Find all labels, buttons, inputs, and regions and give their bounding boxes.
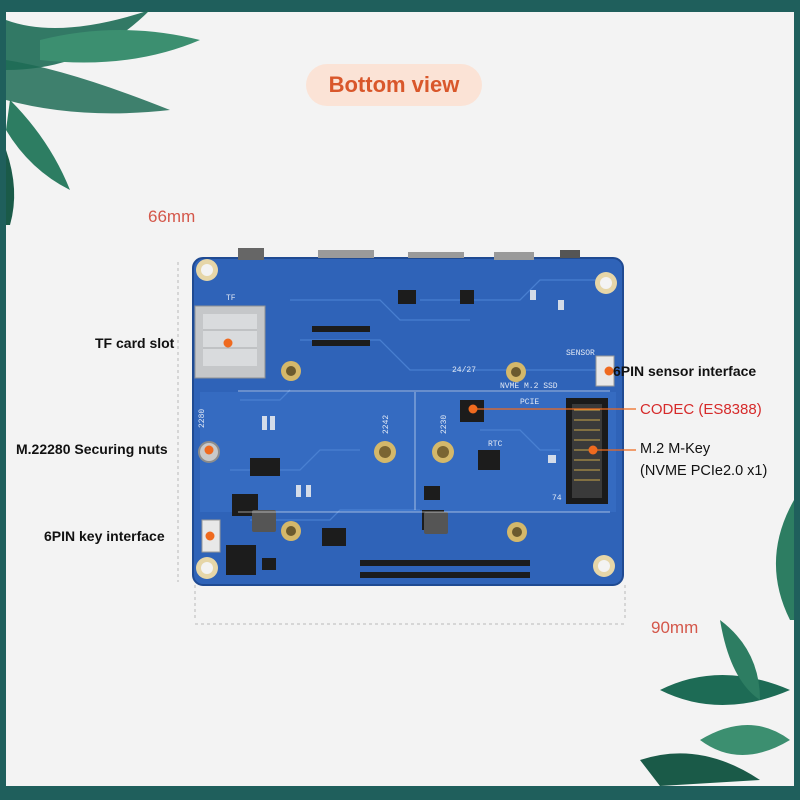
pcb-board: TF SENSOR NVME M.2 SSD PCIE RTC 24/27 74… [192,248,624,586]
frame-border-bottom [0,786,800,800]
callout-tf-card-slot: TF card slot [95,335,175,351]
silk-74: 74 [552,494,562,503]
silk-pcie: PCIE [520,398,539,407]
silk-date: 24/27 [452,366,476,375]
title-badge: Bottom view [306,64,482,106]
frame-border-top [0,0,800,12]
inductors [252,510,448,534]
connector-usb [408,252,464,258]
connector-usbc [494,252,534,260]
dimension-height: 66mm [148,207,196,226]
connector-button [238,248,264,260]
dimension-width: 90mm [651,618,699,637]
silk-2230: 2230 [440,415,449,434]
silk-tf: TF [226,294,236,303]
callout-markers [204,338,636,541]
silk-rtc: RTC [488,440,503,449]
page-title: Bottom view [328,72,460,97]
m2-slot [566,398,608,504]
callout-m2-line1: M.2 M-Key [640,441,711,457]
callout-m2-line2: (NVME PCIe2.0 x1) [640,463,768,479]
leaf-decoration-bottom-right [640,500,794,786]
connector-hdmi [318,250,374,258]
silk-2242: 2242 [382,415,391,434]
silk-2280: 2280 [198,409,207,428]
silk-nvme: NVME M.2 SSD [500,382,558,391]
connector-audio [560,250,580,258]
callout-securing-nuts: M.22280 Securing nuts [16,441,168,457]
dimension-lines [177,262,626,625]
frame-border-left [0,0,6,800]
callout-codec: CODEC (ES8388) [640,401,762,418]
callout-sensor-interface: 6PIN sensor interface [613,363,757,379]
callout-key-interface: 6PIN key interface [44,528,165,544]
gpio-pads [360,560,530,578]
leaf-decoration-top-left [6,10,200,225]
silk-sensor: SENSOR [566,349,595,358]
frame-border-right [794,0,800,800]
